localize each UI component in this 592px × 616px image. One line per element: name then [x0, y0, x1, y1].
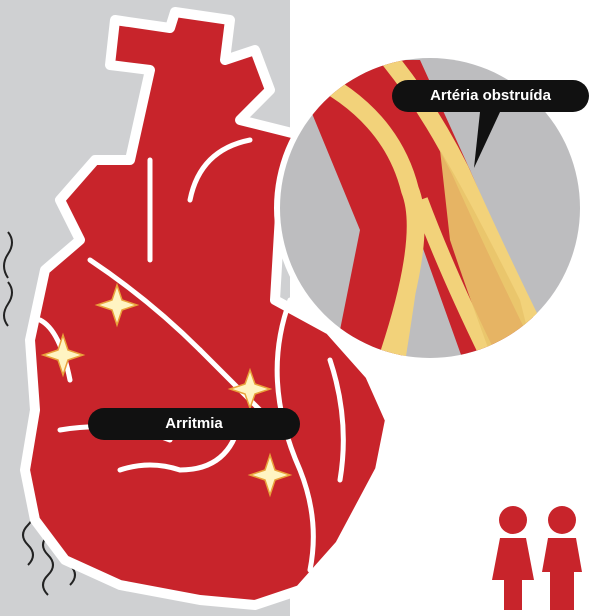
arrhythmia-label: Arritmia [88, 408, 300, 440]
woman-icon [492, 506, 534, 610]
man-icon [542, 506, 582, 610]
artery-label: Artéria obstruída [392, 80, 589, 112]
